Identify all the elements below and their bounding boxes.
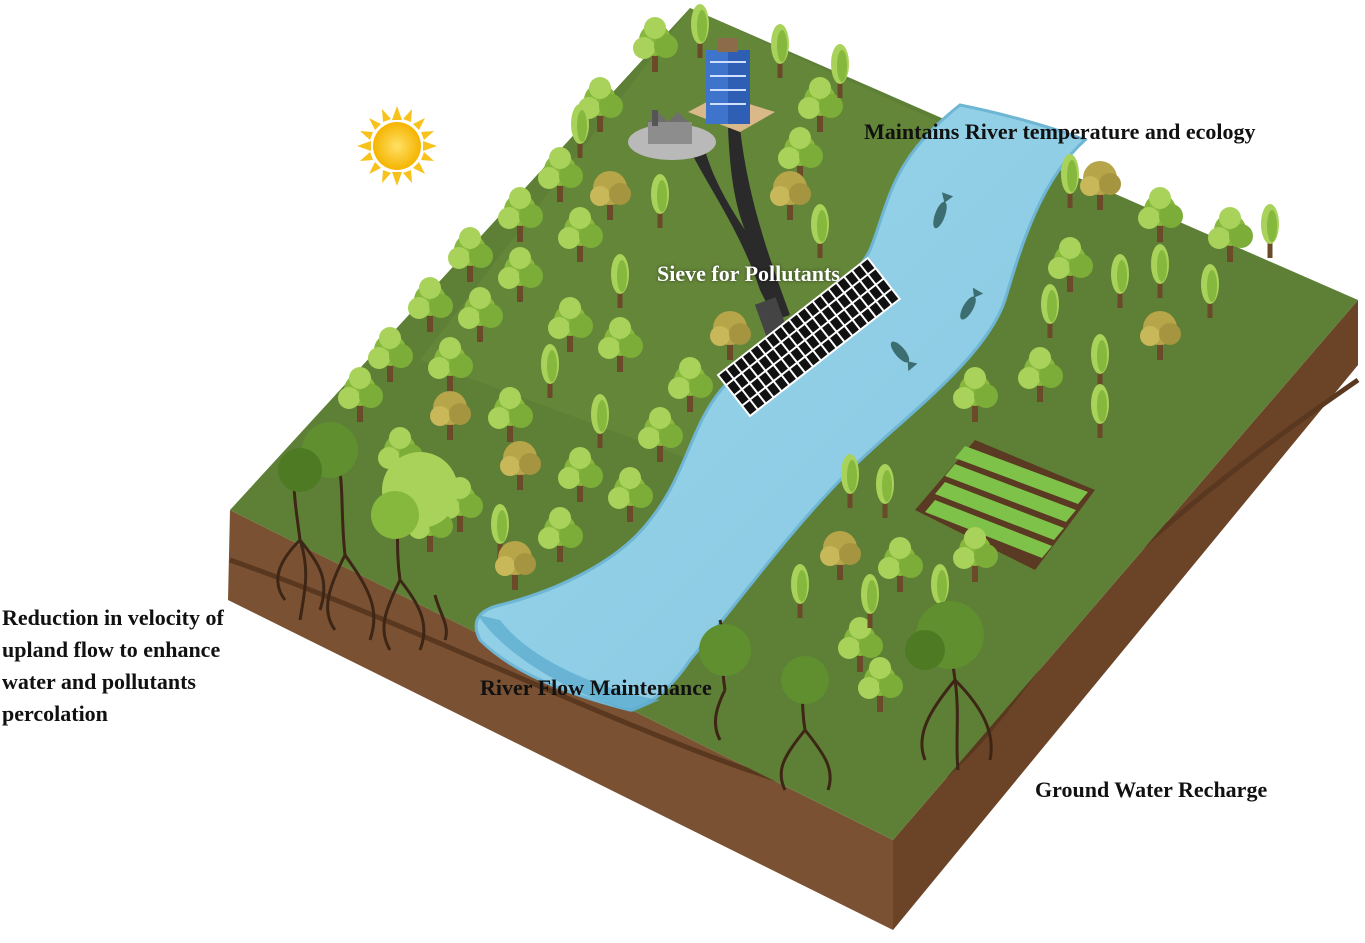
soil-left-face xyxy=(228,510,893,930)
office-building-icon xyxy=(688,38,775,132)
label-river-temperature-ecology: Maintains River temperature and ecology xyxy=(864,119,1256,144)
label-velocity-reduction: Reduction in velocity of upland flow to … xyxy=(2,602,282,730)
road xyxy=(690,128,790,320)
river-end-shade xyxy=(478,615,660,712)
soil-right-face xyxy=(893,300,1358,930)
label-ground-water-recharge: Ground Water Recharge xyxy=(1035,777,1268,802)
label-velocity-line: percolation xyxy=(2,701,108,726)
sun-icon xyxy=(357,106,437,186)
label-velocity-line: upland flow to enhance xyxy=(2,637,221,662)
sieve-grid-icon xyxy=(716,256,902,418)
factory-icon xyxy=(628,110,716,160)
label-velocity-line: Reduction in velocity of xyxy=(2,605,224,630)
crop-rows-icon xyxy=(915,440,1095,570)
tree-canopy-front-left xyxy=(278,422,458,539)
label-sieve-for-pollutants: Sieve for Pollutants xyxy=(657,261,840,286)
fish-icon xyxy=(890,341,918,372)
label-river-flow-maintenance: River Flow Maintenance xyxy=(480,675,712,700)
fish-icon xyxy=(933,192,954,229)
tree-canopy-front-right xyxy=(699,601,984,704)
fish-icon xyxy=(960,287,984,320)
label-velocity-line: water and pollutants xyxy=(2,669,196,694)
